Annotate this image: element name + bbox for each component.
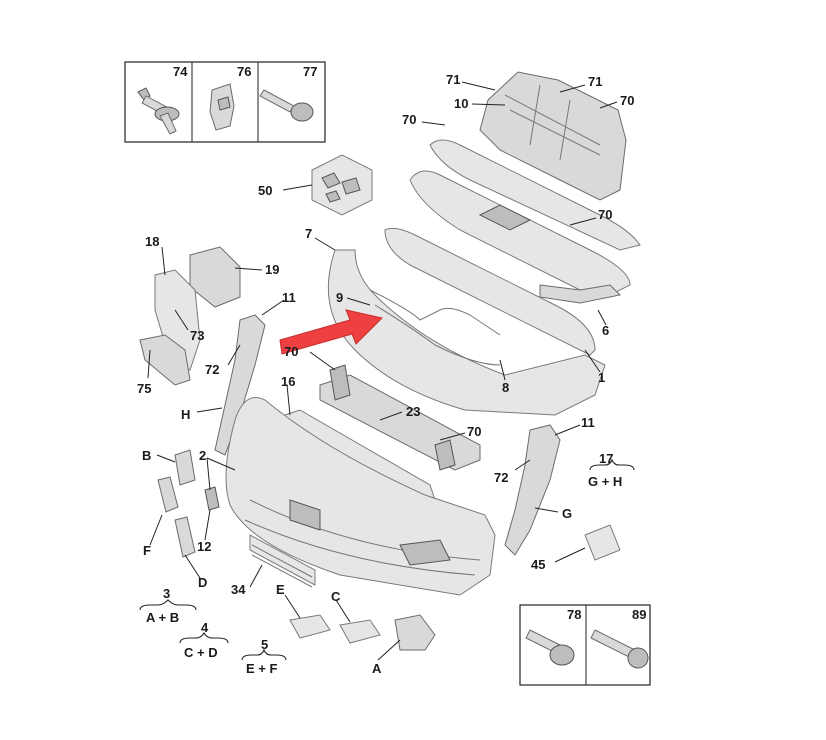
label-B: B — [142, 448, 151, 463]
label-10: 10 — [454, 96, 468, 111]
label-4: 4 — [201, 620, 209, 635]
label-G-plus-H: G + H — [588, 474, 622, 489]
plate-45 — [584, 524, 621, 561]
bracket-A — [394, 614, 436, 651]
label-11-right: 11 — [581, 415, 595, 430]
label-71-right: 71 — [588, 74, 602, 89]
reinforcement-beam-23 — [319, 364, 481, 471]
label-70-right: 70 — [598, 207, 612, 222]
label-2: 2 — [199, 448, 206, 463]
label-F: F — [143, 543, 151, 558]
bolt-89-icon — [590, 629, 649, 669]
label-72-left: 72 — [205, 362, 219, 377]
callout-labels: 74 76 77 71 71 10 70 70 50 70 7 18 19 11… — [137, 64, 646, 676]
leader-lines — [147, 81, 618, 661]
label-77: 77 — [303, 64, 317, 79]
label-5: 5 — [261, 637, 268, 652]
upper-grille-frame — [409, 139, 641, 304]
label-70-beam: 70 — [467, 424, 481, 439]
label-76: 76 — [237, 64, 251, 79]
label-72-right: 72 — [494, 470, 508, 485]
label-D: D — [198, 575, 207, 590]
bolt-77-icon — [259, 89, 314, 122]
label-C: C — [331, 589, 341, 604]
label-89: 89 — [632, 607, 646, 622]
label-23: 23 — [406, 404, 420, 419]
label-73: 73 — [190, 328, 204, 343]
label-78: 78 — [567, 607, 581, 622]
label-A-plus-B: A + B — [146, 610, 179, 625]
clip-76-icon — [209, 83, 235, 131]
label-75: 75 — [137, 381, 151, 396]
label-18: 18 — [145, 234, 159, 249]
clip-kit-50-icon — [311, 154, 373, 216]
label-17: 17 — [599, 451, 613, 466]
label-8: 8 — [502, 380, 509, 395]
label-6: 6 — [602, 323, 609, 338]
label-7: 7 — [305, 226, 312, 241]
label-3: 3 — [163, 586, 170, 601]
label-74: 74 — [173, 64, 188, 79]
label-E-plus-F: E + F — [246, 661, 277, 676]
label-50: 50 — [258, 183, 272, 198]
label-C-plus-D: C + D — [184, 645, 218, 660]
label-71-left: 71 — [446, 72, 460, 87]
screw-74-icon — [137, 87, 180, 135]
label-70-top-right: 70 — [620, 93, 634, 108]
label-E: E — [276, 582, 285, 597]
label-12: 12 — [197, 539, 211, 554]
pointer-arrow — [279, 309, 383, 355]
chrome-strips-8-9 — [369, 289, 501, 366]
upper-support-10 — [479, 71, 627, 201]
label-G: G — [562, 506, 572, 521]
label-H: H — [181, 407, 190, 422]
label-70-mid: 70 — [284, 344, 298, 359]
kit-braces — [139, 458, 635, 661]
label-34: 34 — [231, 582, 246, 597]
label-19: 19 — [265, 262, 279, 277]
label-9: 9 — [336, 290, 343, 305]
fastener-box-bottom — [519, 604, 651, 686]
label-A: A — [372, 661, 382, 676]
left-brackets — [139, 246, 241, 386]
label-1: 1 — [598, 370, 605, 385]
label-16: 16 — [281, 374, 295, 389]
small-left-parts — [157, 449, 220, 558]
bolt-78-icon — [525, 629, 575, 666]
fastener-box-top — [124, 61, 326, 143]
fog-light-E — [289, 614, 331, 639]
lower-bumper-2 — [225, 397, 496, 596]
grille-34 — [249, 534, 316, 588]
label-45: 45 — [531, 557, 545, 572]
label-70-top-left: 70 — [402, 112, 416, 127]
label-11-left: 11 — [282, 290, 296, 305]
fog-light-C — [339, 619, 381, 644]
side-bracket-right — [504, 424, 561, 556]
